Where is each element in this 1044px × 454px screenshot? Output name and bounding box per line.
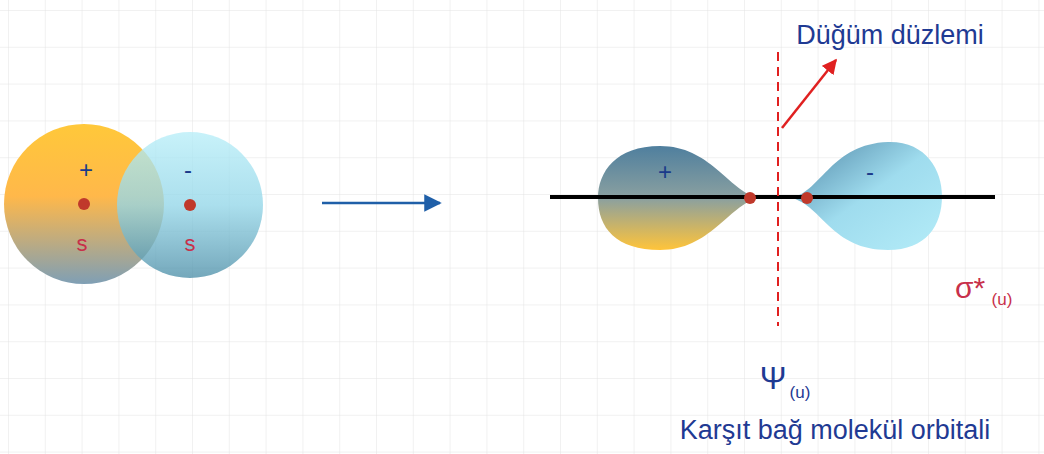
- orbital-label: s: [185, 233, 196, 255]
- orbital-lobe-shape: [792, 140, 942, 252]
- phase-sign: -: [866, 160, 874, 184]
- orbital-lobe-shape: [598, 144, 760, 252]
- nucleus-dot: [801, 192, 813, 204]
- orbital-symbol: σ*: [955, 273, 985, 303]
- pointer-arrow: [782, 60, 836, 128]
- orbital-lobe: -: [792, 140, 942, 252]
- nucleus-dot: [78, 198, 90, 210]
- wavefunction-symbol: Ψ: [760, 362, 787, 394]
- nodal-plane-label: Düğüm düzlemi: [796, 22, 984, 49]
- s-orbital-circle-shape: [117, 132, 263, 278]
- bond-axis: [550, 195, 995, 199]
- phase-sign: +: [658, 160, 672, 184]
- orbital-label: s: [77, 233, 88, 255]
- nodal-plane-line: [777, 52, 779, 326]
- s-orbital-circle: -: [117, 132, 263, 278]
- orbital-lobe: +: [598, 144, 760, 252]
- orbital-subscript: (u): [992, 291, 1013, 308]
- nucleus-dot: [184, 199, 196, 211]
- nucleus-dot: [744, 192, 756, 204]
- reaction-arrow: [322, 202, 440, 205]
- phase-sign: +: [79, 158, 93, 182]
- wavefunction-subscript: (u): [790, 384, 811, 401]
- phase-sign: -: [184, 158, 192, 182]
- orbital-caption: Karşıt bağ molekül orbitali: [680, 417, 991, 444]
